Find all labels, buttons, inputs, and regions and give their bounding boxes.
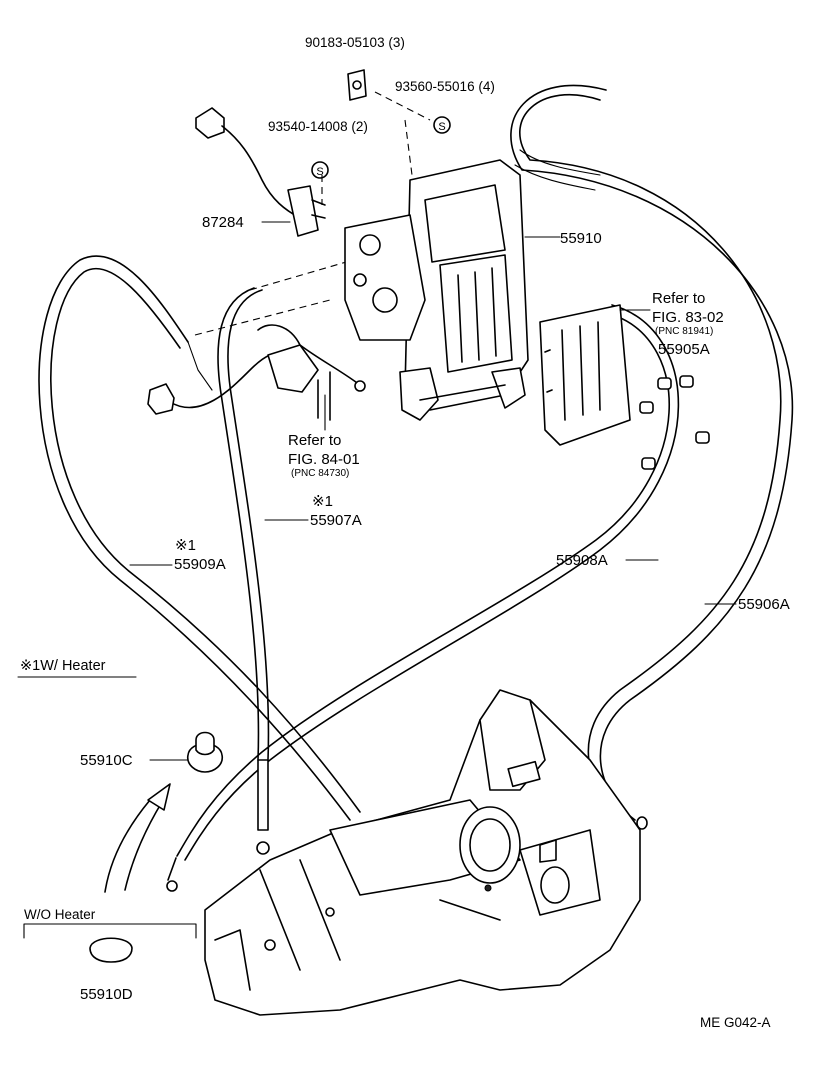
label-55907A: 55907A <box>310 512 362 529</box>
leader-90183 <box>374 91 431 121</box>
label-refer-fig83-line3: (PNC 81941) <box>655 326 713 337</box>
clip-90183 <box>347 69 367 101</box>
label-93560-55016: 93560-55016 (4) <box>395 79 495 94</box>
label-wo-heater: W/O Heater <box>24 907 96 922</box>
plug-55910D <box>89 937 133 963</box>
cable-55908A <box>166 304 680 892</box>
label-55908A: 55908A <box>556 552 608 569</box>
wo-heater-bracket <box>23 923 197 939</box>
label-55906A: 55906A <box>738 596 790 613</box>
arrows <box>104 783 171 893</box>
label-mark-55909A: ※1 <box>175 537 196 554</box>
cable-55907A <box>217 287 270 855</box>
harness-87284 <box>195 107 326 237</box>
symbol-s-93560: S <box>433 116 451 134</box>
lever-cable-left <box>147 324 366 421</box>
label-55909A: 55909A <box>174 556 226 573</box>
label-refer-fig83-line1: Refer to <box>652 290 705 307</box>
label-refer-fig83-line2: FIG. 83-02 <box>652 309 724 326</box>
label-93540-14008: 93540-14008 (2) <box>268 119 368 134</box>
label-mark-55907A: ※1 <box>312 493 333 510</box>
label-legend-w-heater: ※1W/ Heater <box>20 658 106 674</box>
knobs <box>639 375 710 470</box>
label-refer-fig84-line3: (PNC 84730) <box>291 468 349 479</box>
symbol-s-93540: S <box>311 161 329 179</box>
cover-55905A <box>539 304 631 446</box>
leader-90183-down <box>404 119 413 176</box>
control-panel-55910 <box>344 159 529 421</box>
label-figure-code: ME G042-A <box>700 1015 771 1030</box>
label-55910D: 55910D <box>80 986 133 1003</box>
label-55910: 55910 <box>560 230 602 247</box>
cable-55906A <box>510 84 794 830</box>
label-55910C: 55910C <box>80 752 133 769</box>
label-87284: 87284 <box>202 214 244 231</box>
heater-unit <box>204 689 641 1016</box>
label-90183-05103: 90183-05103 (3) <box>305 35 405 50</box>
svg-text:S: S <box>438 121 445 133</box>
grommet-55910C <box>186 731 224 773</box>
label-refer-fig84-line1: Refer to <box>288 432 341 449</box>
svg-text:S: S <box>316 166 323 178</box>
leader-harness-2 <box>249 257 361 291</box>
leader-harness <box>194 299 331 336</box>
label-55905A: 55905A <box>658 341 710 358</box>
label-refer-fig84-line2: FIG. 84-01 <box>288 451 360 468</box>
